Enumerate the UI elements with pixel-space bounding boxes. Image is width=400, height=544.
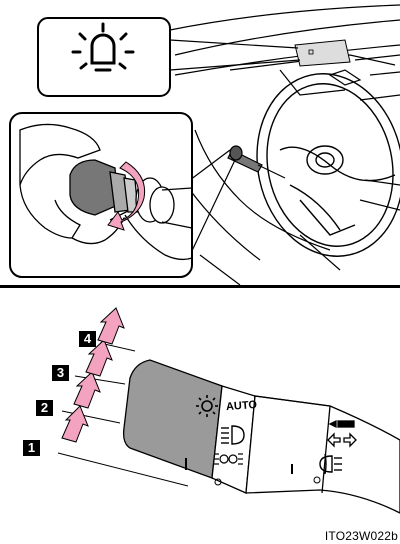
figure-code: ITO23W022b	[325, 529, 398, 543]
instrument-display	[295, 40, 350, 66]
step-badge-1: 1	[23, 440, 40, 456]
step-badge-2: 2	[36, 400, 53, 416]
arrow-position-4	[98, 308, 124, 344]
arrow-position-2	[74, 372, 100, 408]
stalk-body	[246, 396, 400, 513]
switch-positions-panel: AUTO 1 2 3 4 ITO23W022b	[0, 288, 400, 544]
dashboard-drawing	[0, 0, 400, 285]
switch-drawing	[0, 288, 400, 544]
dashboard-illustration-panel	[0, 0, 400, 288]
step-badge-3: 3	[52, 365, 69, 381]
steering-wheel	[240, 60, 400, 270]
rotary-knob	[124, 360, 222, 478]
step-badge-4: 4	[79, 331, 96, 347]
auto-label: AUTO	[226, 399, 258, 413]
